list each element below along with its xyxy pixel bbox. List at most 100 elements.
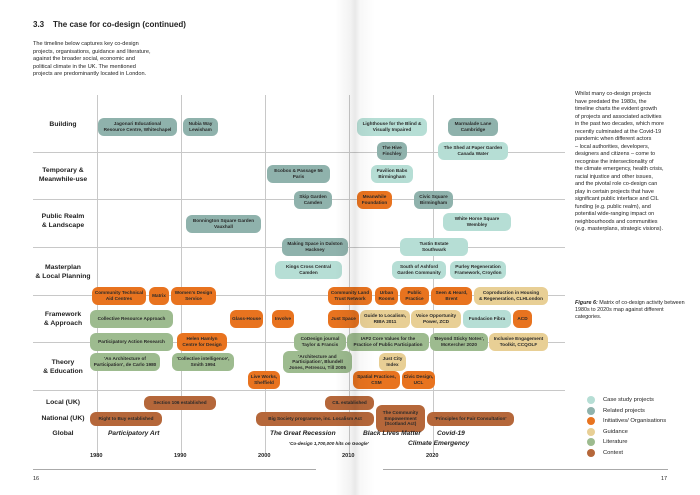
legend-label: Related projects	[603, 407, 645, 414]
gridline-1980	[97, 95, 98, 453]
item-just-space: Just Space	[328, 310, 359, 328]
figure-caption: Figure 6: Matrix of co-design activity b…	[575, 300, 690, 321]
legend-label: Case study projects	[603, 397, 654, 403]
year-1980: 1980	[90, 453, 103, 459]
item-lighthouse: Lighthouse for the Blind & Visually Impa…	[357, 118, 427, 136]
global-black-lives-matter: Black Lives Matter	[363, 430, 421, 437]
legend-label: Literature	[603, 439, 628, 446]
year-2020: 2020	[426, 453, 439, 459]
row-label-local: Local (UK)	[46, 399, 80, 406]
item-coproduction-housing: Coproduction in Housing & Regeneration, …	[474, 287, 548, 305]
legend-swatch-icon	[587, 438, 595, 447]
item-right-to-buy: Right to Buy established	[90, 412, 162, 426]
legend-swatch-icon	[587, 396, 595, 404]
row-label-national: National (UK)	[41, 415, 85, 422]
global-great-recession: The Great Recession	[270, 430, 336, 437]
item-architecture-participation: 'Architecture and Participation', Blunde…	[283, 351, 352, 373]
item-the-hive: The Hive Finchley	[377, 142, 407, 160]
item-iap2: IAP2 Core Values for the Practice of Pub…	[347, 333, 429, 351]
intro-paragraph: The timeline below captures key co-desig…	[33, 41, 151, 78]
legend-swatch-icon	[587, 417, 595, 426]
legend-item: Related projects	[587, 406, 645, 415]
item-urban-rooms: Urban Rooms	[375, 287, 398, 305]
item-shed-paper-garden: The Shed at Paper Garden Canada Water	[438, 142, 508, 160]
item-public-practice: Public Practice	[400, 287, 429, 305]
section-number: 3.3	[33, 20, 45, 29]
item-meanwhile-foundation: Meanwhile Foundation	[357, 191, 392, 209]
item-collective-resource: Collective Resource Approach	[90, 310, 173, 328]
section-title: The case for co-design (continued)	[53, 20, 186, 29]
global-codesign-hits: 'Co-design 1,700,000 hits on Google'	[289, 441, 369, 446]
legend-swatch-icon	[587, 427, 595, 436]
legend-swatch-icon	[587, 449, 595, 457]
item-making-space-dalston: Making Space in Dalston Hackney	[282, 238, 348, 256]
item-acd: ACD	[513, 310, 532, 328]
gridline-2000	[265, 95, 266, 453]
item-codesign-journal: CoDesign journal Taylor & Francis	[294, 333, 346, 351]
item-just-city-index: Just City Index	[379, 353, 406, 371]
item-jagonari: Jagonari Educational Resource Centre, Wh…	[98, 118, 177, 136]
item-de-carlo: 'An Architecture of Participation', de C…	[90, 353, 160, 371]
row-label-building: Building	[49, 121, 77, 128]
legend-item: Literature	[587, 438, 628, 447]
item-community-empowerment: The Community Empowerment (Scotland Act)	[376, 405, 425, 432]
item-civic-design-ucl: Civic Design, UCL	[402, 371, 435, 389]
gridline-1990	[181, 95, 182, 453]
item-bonnington-square: Bonnington Square Garden Vauxhall	[186, 215, 261, 233]
item-womens-design-service: Women's Design Service	[171, 287, 216, 305]
global-climate-emergency: Climate Emergency	[408, 440, 470, 447]
year-2000: 2000	[258, 453, 271, 459]
global-covid-19: Covid-19	[437, 430, 465, 437]
row-label-framework: Framework & Approach	[43, 311, 83, 327]
row-label-temporary: Temporary & Meanwhile-use	[38, 167, 88, 183]
row-label-masterplan: Masterplan & Local Planning	[35, 264, 91, 280]
legend-item: Case study projects	[587, 396, 654, 404]
item-marmalade-lane: Marmalade Lane Cambridge	[448, 118, 498, 136]
legend-label: Context	[603, 450, 623, 456]
footer-rule-left	[33, 469, 316, 470]
item-tustin-estate: Tustin Estate Southwark	[400, 238, 468, 256]
page-number-left: 16	[33, 476, 40, 482]
item-big-society: Big Society programme, inc. Localism Act	[256, 412, 374, 426]
legend-item: Guidance	[587, 427, 628, 436]
year-2010: 2010	[342, 453, 355, 459]
row-divider	[33, 390, 565, 391]
item-seen-heard: Seen & Heard, Brent	[431, 287, 472, 305]
item-inclusive-engagement: Inclusive Engagement Toolkit, CCQOLF	[489, 333, 548, 351]
item-helen-hamlyn: Helen Hamlyn Centre for Design	[177, 333, 227, 351]
item-involve: Involve	[272, 310, 294, 328]
item-pavilion-babs: Pavilion Babs Birmingham	[371, 165, 413, 183]
item-white-horse-square: White Horse Square Wembley	[443, 213, 511, 231]
item-south-of-ashford: South of Ashford Garden Community	[392, 261, 446, 279]
item-live-works: Live Works, Sheffield	[248, 371, 280, 389]
footer-rule-right	[383, 469, 668, 470]
caption-label: Figure 6:	[575, 300, 598, 306]
item-civic-square: Civic Square Birmingham	[414, 191, 453, 209]
row-label-global: Global	[52, 430, 74, 437]
item-clt-network: Community Land Trust Network	[328, 287, 372, 305]
item-ecobox: Ecobox & Passage 56 Paris	[267, 165, 330, 183]
item-matrix: Matrix	[149, 287, 169, 305]
item-nubia-way: Nubia Way Lewisham	[183, 118, 218, 136]
global-participatory-art: Participatory Art	[108, 430, 160, 437]
row-label-theory: Theory & Education	[43, 359, 83, 375]
item-beyond-sticky-notes: 'Beyond Sticky Notes', McKercher 2020	[430, 333, 488, 351]
item-participatory-action: Participatory Action Research	[90, 333, 173, 351]
legend-label: Guidance	[603, 428, 628, 435]
legend-swatch-icon	[587, 406, 595, 415]
item-purley: Purley Regeneration Framework, Croydon	[450, 261, 506, 279]
sidebar-text: Whilst many co-design projects have pred…	[575, 91, 664, 232]
item-kings-cross: Kings Cross Central Camden	[275, 261, 342, 279]
legend-item: Initiatives/ Organisations	[587, 417, 666, 426]
item-glass-house: Glass-House	[230, 310, 263, 328]
item-section-106: Section 106 established	[144, 396, 216, 410]
item-guide-localism: Guide to Localism, RIBA 2011	[360, 310, 410, 328]
gridline-2010	[349, 95, 350, 453]
year-1990: 1990	[174, 453, 187, 459]
item-spatial-practices: Spatial Practices, CSM	[353, 371, 400, 389]
item-cil: CIL established	[325, 396, 374, 410]
item-skip-garden: Skip Garden Camden	[294, 191, 332, 209]
item-ctac: Community Technical Aid Centres	[92, 287, 146, 305]
item-collective-intelligence: 'Collective intelligence', Smith 1994	[172, 353, 234, 371]
page-number-right: 17	[661, 476, 668, 482]
